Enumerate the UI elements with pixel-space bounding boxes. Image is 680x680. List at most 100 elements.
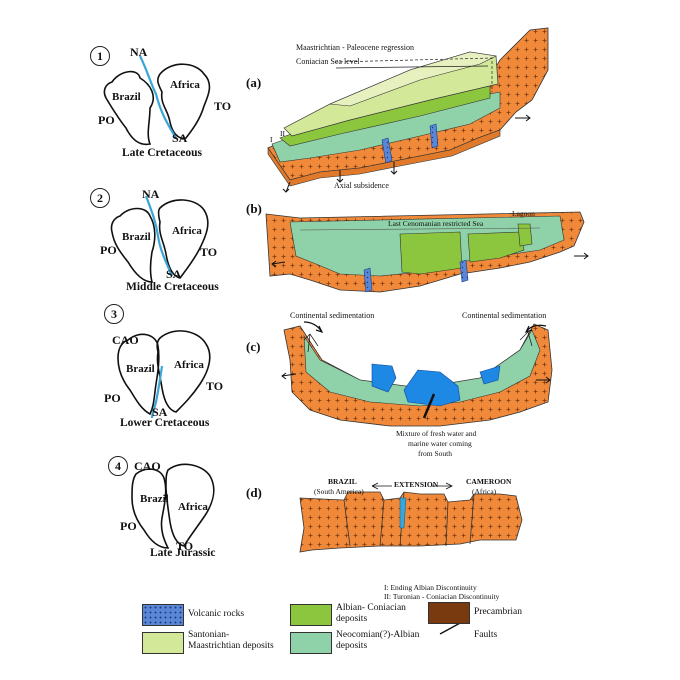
map-3-south-america xyxy=(117,333,160,416)
stage-4-brazil: Brazil xyxy=(140,493,169,505)
panel-c-mixture-line1: Mixture of fresh water and xyxy=(396,429,477,438)
legend-fault-symbol xyxy=(439,621,463,635)
panel-d-south-america: (South America) xyxy=(314,487,364,496)
legend-volcanic-swatch xyxy=(142,604,184,626)
stage-4-africa: Africa xyxy=(178,501,208,513)
panel-c-diagram xyxy=(281,321,553,427)
stage-2-era: Middle Cretaceous xyxy=(126,281,219,293)
legend-albian-label: Albian- Coniacian deposits xyxy=(336,603,406,625)
map-2-south-america xyxy=(110,207,156,283)
stage-2-africa: Africa xyxy=(172,225,202,237)
map-1-south-america xyxy=(103,70,155,146)
stage-3-po: PO xyxy=(104,391,121,405)
panel-a-sea-level-label: Coniacian Sea level xyxy=(296,57,360,66)
map-4-africa xyxy=(165,463,215,547)
panel-b-lagoon-label: Lagoon xyxy=(512,209,535,218)
legend-neocomian-line1: Neocomian(?)-Albian xyxy=(336,630,420,640)
map-2 xyxy=(110,199,209,283)
stage-4-top-label: CAO xyxy=(134,459,161,473)
stage-1-africa: Africa xyxy=(170,79,200,91)
panel-c-water-1 xyxy=(371,363,397,393)
panel-b-label: (b) xyxy=(246,201,262,216)
stage-3-to: TO xyxy=(206,379,224,393)
panel-a-volcanic-1 xyxy=(381,137,393,165)
stage-3-sa: SA xyxy=(152,405,168,419)
stage-2-brazil: Brazil xyxy=(122,231,151,243)
legend-santonian-line1: Santonian- xyxy=(188,630,230,640)
panel-d-diagram xyxy=(299,482,523,553)
legend-neocomian-line2: deposits xyxy=(336,641,368,651)
panel-c-mixture-line2: marine water coming xyxy=(408,439,472,448)
map-4 xyxy=(131,463,215,549)
stage-3-era: Lower Cretaceous xyxy=(120,417,210,429)
stage-1-sa: SA xyxy=(172,131,188,145)
stage-1-top-label: NA xyxy=(130,45,148,59)
map-2-africa xyxy=(157,199,209,279)
panel-d-rift xyxy=(399,497,407,529)
panel-b-volcanic-1 xyxy=(363,267,373,293)
panel-d-label: (d) xyxy=(246,485,262,500)
legend-santonian-swatch xyxy=(142,632,184,654)
stage-1-era: Late Cretaceous xyxy=(122,147,202,159)
map-1 xyxy=(103,63,211,146)
stage-2-number: 2 xyxy=(90,188,110,208)
legend-santonian-label: Santonian- Maastrichtian deposits xyxy=(188,630,274,652)
panel-c-water-3 xyxy=(479,365,501,385)
stage-4-number: 4 xyxy=(108,456,128,476)
stage-3-africa: Africa xyxy=(174,359,204,371)
stage-3-number: 3 xyxy=(104,304,124,324)
legend-faults-label: Faults xyxy=(474,630,498,640)
map-1-seaway xyxy=(139,55,177,139)
panel-d-cameroon: CAMEROON xyxy=(466,477,512,486)
panel-a-marker-ii: II xyxy=(280,129,285,138)
map-1-africa xyxy=(157,63,211,140)
panel-a-subsidence-label: Axial subsidence xyxy=(334,181,389,190)
stage-4-to: TO xyxy=(176,539,194,553)
discontinuity-ii: II: Turonian - Coniacian Discontinuity xyxy=(384,592,500,601)
legend-precambrian-swatch xyxy=(428,602,470,624)
legend-precambrian-label: Precambrian xyxy=(474,607,523,617)
panel-c-label: (c) xyxy=(246,339,261,354)
stage-4-po: PO xyxy=(120,519,137,533)
stage-3-top-label: CAO xyxy=(112,333,139,347)
map-3-seaway xyxy=(150,365,164,419)
legend-volcanic-label: Volcanic rocks xyxy=(188,609,245,619)
panel-a-volcanic-2 xyxy=(429,123,439,149)
map-3-africa xyxy=(156,330,211,413)
panel-c-sedimentation-left: Continental sedimentation xyxy=(290,311,375,320)
legend-neocomian-swatch xyxy=(290,632,332,654)
panel-d-africa: (Africa) xyxy=(472,487,497,496)
stage-2-sa: SA xyxy=(166,267,182,281)
stage-1-number: 1 xyxy=(90,46,110,66)
panel-c-water-2 xyxy=(403,369,461,407)
panel-d-extension: EXTENSION xyxy=(394,480,439,489)
panel-a-diagram xyxy=(267,27,549,193)
panel-a-label: (a) xyxy=(246,75,262,90)
map-3 xyxy=(117,330,211,416)
panel-c-sedimentation-right: Continental sedimentation xyxy=(462,311,547,320)
legend-albian-swatch xyxy=(290,604,332,626)
panel-b-diagram xyxy=(265,211,589,293)
panel-b-volcanic-2 xyxy=(459,259,469,283)
panel-b-albian-1 xyxy=(399,231,463,275)
stage-1-brazil: Brazil xyxy=(112,91,141,103)
panel-c-mixture-line3: from South xyxy=(418,449,452,458)
panel-b-albian-2 xyxy=(467,231,525,263)
discontinuity-i: I: Ending Albian Discontinuity xyxy=(384,583,477,592)
map-4-south-america xyxy=(131,468,170,549)
legend-albian-line1: Albian- Coniacian xyxy=(336,603,406,613)
panel-d-basement xyxy=(299,491,523,553)
legend-albian-line2: deposits xyxy=(336,614,368,624)
stage-1-to: TO xyxy=(214,99,232,113)
stage-2-po: PO xyxy=(100,243,117,257)
panel-d-brazil: BRAZIL xyxy=(328,477,357,486)
panel-b-sea-label: Last Cenomanian restricted Sea xyxy=(388,219,484,228)
panel-a-marker-i: I xyxy=(270,135,273,144)
stage-4-era: Late Jurassic xyxy=(150,547,216,559)
panel-b-lagoon xyxy=(517,223,533,247)
panel-a-regression-label: Maastrichtian - Paleocene regression xyxy=(296,43,414,52)
map-2-seaway xyxy=(144,195,174,277)
legend-neocomian-label: Neocomian(?)-Albian deposits xyxy=(336,630,419,652)
